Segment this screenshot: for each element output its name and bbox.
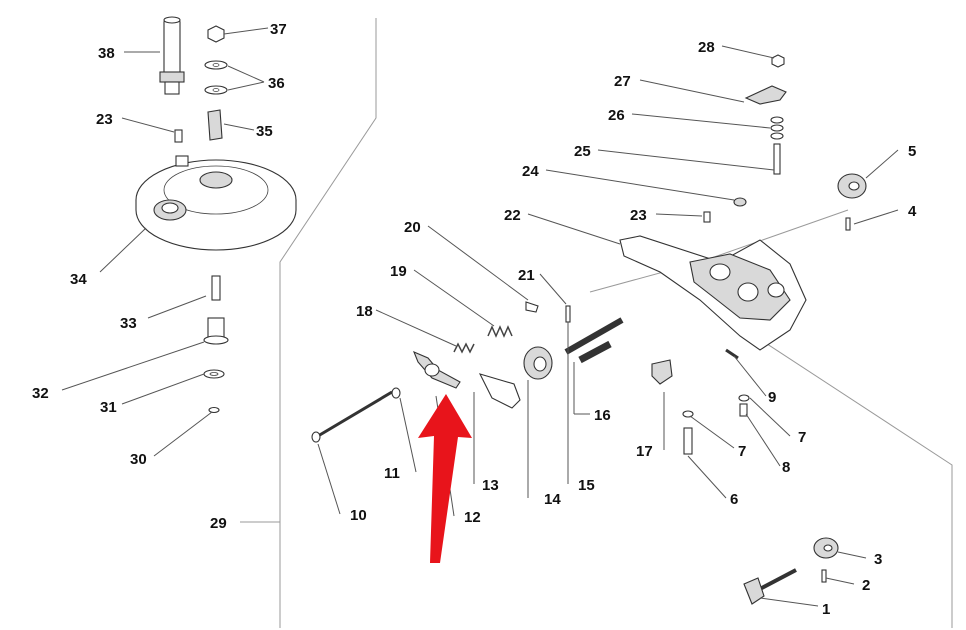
shaft-1	[743, 568, 797, 605]
callout-28: 28	[698, 39, 715, 56]
callout-21: 21	[518, 267, 535, 284]
callout-9: 9	[768, 389, 776, 406]
callout-16: 16	[594, 407, 611, 424]
section-boundaries	[240, 18, 953, 628]
stud-25	[773, 143, 781, 175]
callout-5: 5	[908, 143, 916, 160]
callout-labels: 38 37 36 23 35 34 33 32 31 30 29 28 27 2…	[32, 21, 917, 618]
callout-7b: 7	[738, 443, 746, 460]
leader-lines	[61, 27, 899, 607]
callout-32: 32	[32, 385, 49, 402]
callout-10: 10	[350, 507, 367, 524]
washer-30	[208, 406, 220, 414]
nipple-23b	[703, 211, 711, 223]
callout-7a: 7	[798, 429, 806, 446]
cam-5	[837, 173, 867, 199]
callout-11: 11	[384, 465, 400, 482]
callout-36: 36	[268, 75, 285, 92]
cam-14	[523, 346, 553, 380]
lever-12	[412, 350, 461, 389]
bushing-32	[203, 317, 229, 345]
callout-6: 6	[730, 491, 738, 508]
washer-31	[203, 369, 225, 379]
callout-26: 26	[608, 107, 625, 124]
washers-36	[204, 60, 228, 95]
shaft-15	[564, 317, 624, 355]
callout-2: 2	[862, 577, 870, 594]
callout-1: 1	[822, 601, 830, 618]
callout-22: 22	[504, 207, 521, 224]
washer-7b	[738, 394, 750, 402]
callout-31: 31	[100, 399, 117, 416]
plate-13	[478, 373, 521, 409]
callout-4: 4	[908, 203, 917, 220]
bolt-33	[211, 275, 221, 301]
plug-24	[733, 197, 747, 207]
washers-26	[770, 116, 784, 140]
callout-15: 15	[578, 477, 595, 494]
callout-3: 3	[874, 551, 882, 568]
callout-12: 12	[464, 509, 481, 526]
pin-4	[845, 217, 851, 231]
cover-plate-34	[135, 155, 297, 251]
grease-nipple-23	[174, 129, 183, 143]
callout-20: 20	[404, 219, 421, 236]
clip-20	[525, 301, 539, 313]
callout-24: 24	[522, 163, 539, 180]
nut-37	[207, 25, 225, 43]
spring-19	[487, 325, 513, 338]
callout-23a: 23	[96, 111, 113, 128]
callout-8: 8	[782, 459, 790, 476]
bolt-6	[683, 427, 693, 455]
callout-19: 19	[390, 263, 407, 280]
frame-22	[619, 235, 807, 351]
cam-3	[813, 537, 839, 559]
shaft-38	[159, 16, 185, 95]
pin-21	[565, 305, 571, 323]
callout-35: 35	[256, 123, 273, 140]
bracket-17	[651, 359, 673, 385]
callout-29: 29	[210, 515, 227, 532]
callout-14: 14	[544, 491, 561, 508]
spring-18	[453, 342, 475, 354]
washer-11	[391, 387, 401, 399]
callout-30: 30	[130, 451, 147, 468]
callout-13: 13	[482, 477, 499, 494]
callout-17: 17	[636, 443, 653, 460]
pin-2	[821, 569, 827, 583]
callout-34: 34	[70, 271, 87, 288]
sleeve-16	[578, 340, 612, 364]
callout-23b: 23	[630, 207, 647, 224]
nut-28	[771, 54, 785, 68]
callout-38: 38	[98, 45, 115, 62]
key-35	[207, 109, 223, 141]
long-bolt-10	[311, 390, 393, 443]
washer-7a	[682, 410, 694, 418]
bolt-8	[739, 403, 748, 417]
callout-37: 37	[270, 21, 287, 38]
clamp-27	[744, 85, 787, 105]
callout-25: 25	[574, 143, 591, 160]
pin-9	[725, 348, 739, 360]
callout-27: 27	[614, 73, 631, 90]
highlight-arrow	[418, 394, 472, 563]
callout-33: 33	[120, 315, 137, 332]
callout-18: 18	[356, 303, 373, 320]
